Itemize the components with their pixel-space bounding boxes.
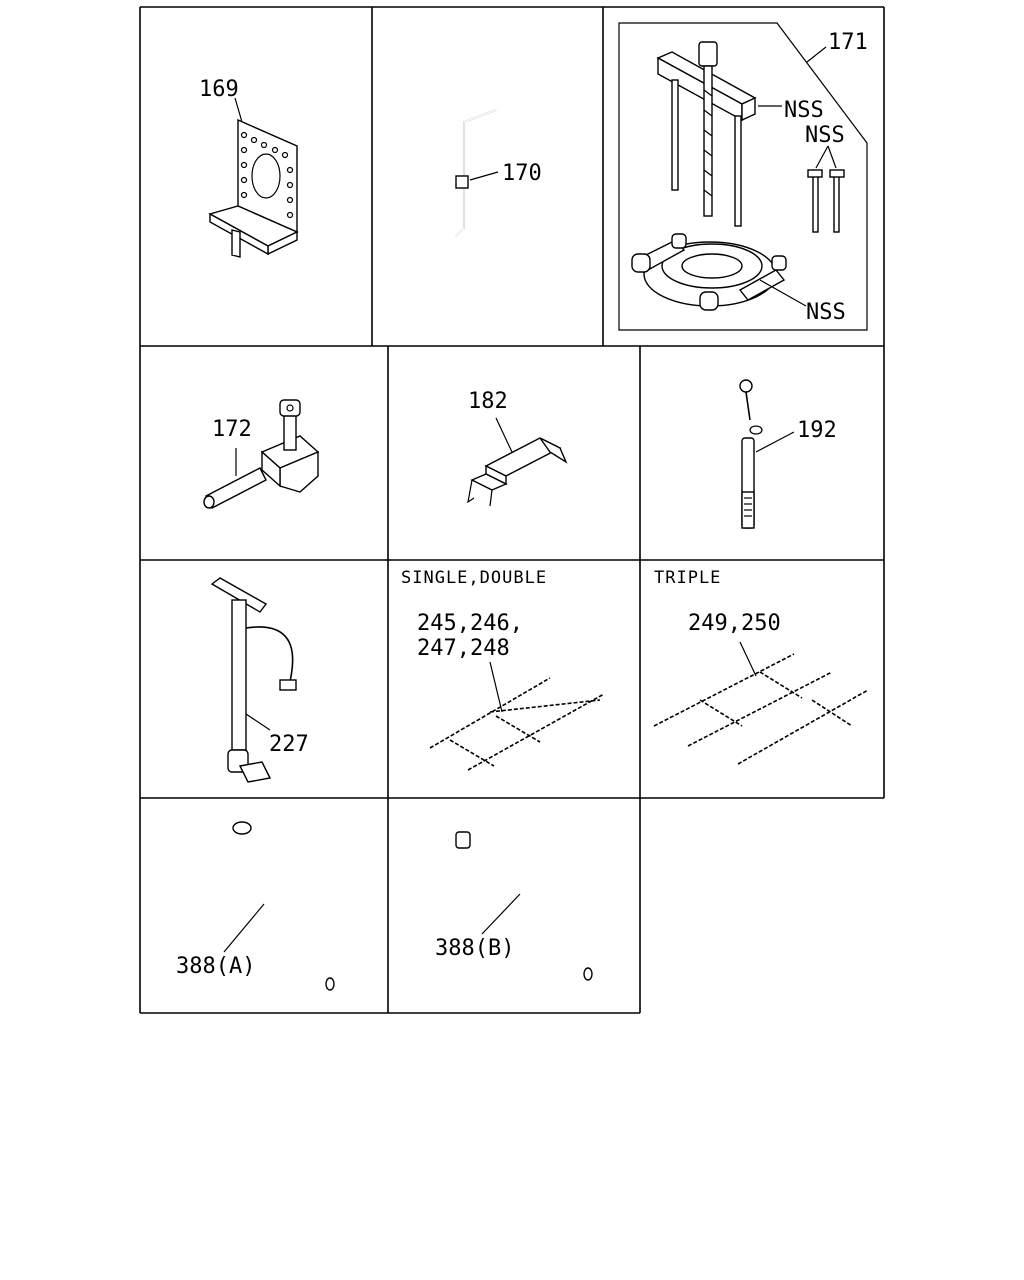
label-nss-3: NSS <box>806 300 846 325</box>
part-388a-pipe: 388(A) <box>176 821 335 991</box>
label-227: 227 <box>269 732 309 757</box>
label-169: 169 <box>199 77 239 102</box>
label-182: 182 <box>468 389 508 414</box>
label-nss-2: NSS <box>805 123 845 148</box>
label-171: 171 <box>828 30 868 55</box>
label-nss-1: NSS <box>784 98 824 123</box>
label-249-250: 249,250 <box>688 611 781 636</box>
part-388b-pipe: 388(B) <box>435 830 593 981</box>
header-single-double: SINGLE,DOUBLE <box>401 568 547 588</box>
chains-triple: TRIPLE 249,250 <box>653 568 869 765</box>
label-245-246: 245,246, <box>417 611 523 636</box>
part-169-bracket: 169 <box>199 77 299 258</box>
label-172: 172 <box>212 417 252 442</box>
label-192: 192 <box>797 418 837 443</box>
part-170-rod: 170 <box>455 109 542 237</box>
grid-frame <box>139 6 885 1014</box>
part-171-puller-kit: 171 NSS NSS NSS <box>618 22 868 331</box>
label-388a: 388(A) <box>176 954 255 979</box>
label-247-248: 247,248 <box>417 636 510 661</box>
part-182-bracket: 182 <box>467 389 568 507</box>
label-170: 170 <box>502 161 542 186</box>
part-172-wrench: 172 <box>203 399 320 509</box>
part-192-gauge: 192 <box>739 379 837 529</box>
header-triple: TRIPLE <box>654 568 721 588</box>
label-388b: 388(B) <box>435 936 514 961</box>
chains-single-double: SINGLE,DOUBLE 245,246, 247,248 <box>401 568 605 771</box>
part-227-pump: 227 <box>210 577 309 783</box>
